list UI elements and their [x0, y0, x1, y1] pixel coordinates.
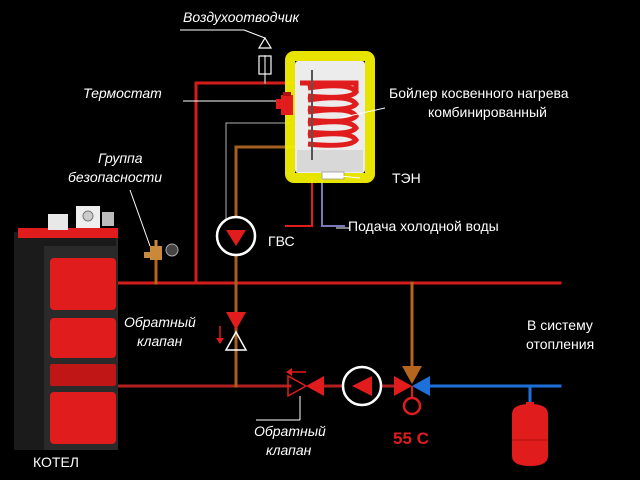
air-vent-label: Воздухоотводчик — [183, 9, 301, 25]
boiler-label: КОТЕЛ — [33, 454, 79, 470]
heat-exchanger-coil — [300, 80, 360, 148]
heating-system-label-1: В систему — [527, 317, 593, 333]
cold-water-inlet-pipe — [321, 177, 345, 227]
air-vent-icon — [243, 29, 273, 75]
check-valve-bottom-label-1: Обратный — [254, 423, 326, 439]
heating-system-label-2: отопления — [526, 336, 594, 352]
check-valve-top-icon — [216, 312, 248, 351]
pipe-network — [114, 55, 562, 410]
thermostat-icon — [276, 92, 293, 115]
boiler-unit — [14, 206, 118, 450]
heating-element-icon — [321, 171, 345, 180]
tank-return-pipe — [234, 145, 300, 388]
indirect-heater-label-1: Бойлер косвенного нагрева — [389, 85, 569, 101]
hot-water-pump-icon — [215, 215, 257, 257]
check-valve-top-label-1: Обратный — [124, 314, 196, 330]
thermostat-label: Термостат — [83, 85, 162, 101]
expansion-tank-icon — [512, 402, 548, 466]
hot-water-outlet-pipe — [285, 177, 313, 227]
check-valve-bottom-icon — [286, 368, 324, 420]
indirect-heater-tank — [285, 51, 375, 183]
heating-element-label: ТЭН — [392, 170, 421, 186]
mix-temperature-label: 55 С — [393, 429, 429, 448]
mixing-valve-icon — [394, 366, 430, 416]
cold-water-supply-label: Подача холодной воды — [348, 218, 499, 234]
hot-water-label: ГВС — [268, 233, 295, 249]
safety-group-label-1: Группа — [98, 150, 143, 166]
safety-group-label-2: безопасности — [68, 169, 162, 185]
check-valve-top-label-2: клапан — [137, 333, 183, 349]
indirect-heater-label-2: комбинированный — [428, 104, 547, 120]
circulation-pump-icon — [341, 365, 383, 407]
thermostat-wire — [225, 122, 291, 231]
safety-group-icon — [129, 189, 179, 260]
check-valve-bottom-label-2: клапан — [266, 442, 312, 458]
leader-lines — [180, 29, 386, 421]
